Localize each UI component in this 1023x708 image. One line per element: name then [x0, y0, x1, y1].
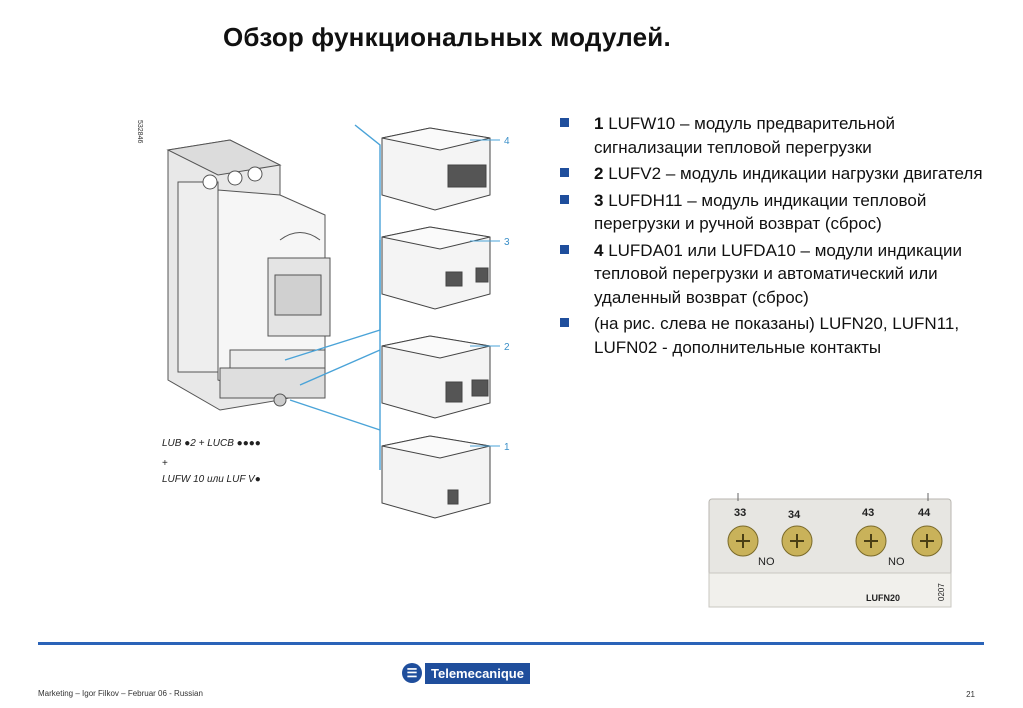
callout-3: 3	[504, 237, 510, 248]
square-bullet-icon	[560, 244, 569, 254]
module-2	[381, 335, 491, 419]
no-label-right: NO	[888, 556, 905, 568]
telemecanique-mark-icon: ☰	[402, 663, 422, 683]
starter-base-unit	[166, 139, 331, 411]
starter-modules-figure: 532846	[136, 120, 510, 519]
callout-2: 2	[504, 342, 510, 353]
terminal-34: 34	[788, 509, 801, 521]
module-bullet-list: 1 LUFW10 – модуль предварительной сигнал…	[558, 112, 998, 362]
footer-author: Marketing – Igor Filkov – Februar 06 - R…	[38, 689, 203, 698]
figure-caption-line1: LUB ●2 + LUCB ●●●●	[162, 438, 261, 449]
figure-caption-line3: LUFW 10 или LUF V●	[162, 474, 261, 485]
lufn20-contact-block: 33 34 43 44 NO NO LUFN20 0207	[708, 493, 952, 608]
square-bullet-icon	[560, 318, 569, 327]
model-label: LUFN20	[866, 593, 900, 603]
square-bullet-icon	[560, 118, 569, 127]
slide-title: Обзор функциональных модулей.	[223, 22, 671, 52]
leader-lines	[284, 124, 381, 470]
callout-1: 1	[504, 442, 510, 453]
footer-divider	[38, 642, 984, 645]
module-3	[381, 226, 491, 310]
bullet-item: 3 LUFDH11 – модуль индикации тепловой пе…	[558, 189, 998, 236]
terminal-44: 44	[918, 507, 931, 519]
model-code: 0207	[937, 583, 946, 601]
telemecanique-logo: ☰ Telemecanique	[402, 662, 530, 684]
figure-code: 532846	[136, 120, 143, 143]
square-bullet-icon	[560, 168, 569, 177]
terminal-43: 43	[862, 507, 874, 519]
no-label-left: NO	[758, 556, 775, 568]
module-4	[381, 127, 491, 211]
figure-caption-line2: +	[162, 458, 168, 469]
callout-4: 4	[504, 136, 510, 147]
bullet-item: (на рис. слева не показаны) LUFN20, LUFN…	[558, 312, 998, 359]
bullet-item: 4 LUFDA01 или LUFDA10 – модули индикации…	[558, 239, 998, 310]
bullet-item: 2 LUFV2 – модуль индикации нагрузки двиг…	[558, 162, 998, 186]
module-1	[381, 435, 491, 519]
bullet-item: 1 LUFW10 – модуль предварительной сигнал…	[558, 112, 998, 159]
terminal-33: 33	[734, 507, 746, 519]
square-bullet-icon	[560, 194, 569, 204]
page-number: 21	[966, 690, 975, 699]
